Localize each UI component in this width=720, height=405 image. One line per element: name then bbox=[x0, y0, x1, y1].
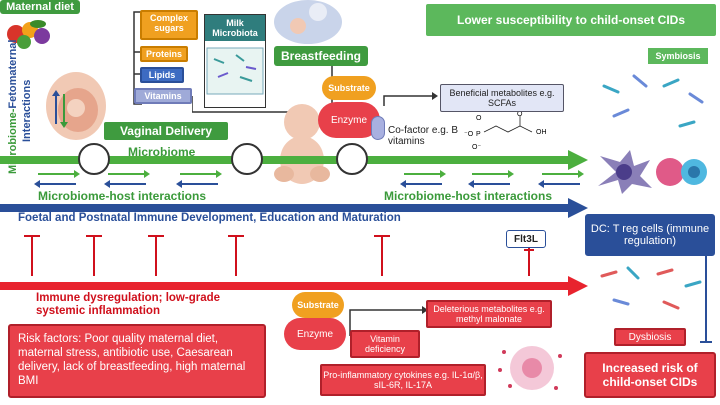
beneficial-metabolites-box: Beneficial metabolites e.g. SCFAs bbox=[440, 84, 564, 112]
flt3l-box: Flt3L bbox=[506, 230, 546, 248]
lower-susceptibility-box: Lower susceptibility to child-onset CIDs bbox=[426, 4, 716, 36]
enzyme-circle: Enzyme bbox=[318, 102, 380, 138]
exchange-arrows bbox=[24, 168, 604, 190]
petri-dish-icon bbox=[78, 143, 110, 175]
flt3l-link bbox=[524, 248, 534, 278]
cofactor-label: Co-factor e.g. B vitamins bbox=[388, 125, 459, 147]
immune-development-label: Foetal and Postnatal Immune Development,… bbox=[18, 212, 401, 224]
vitamin-deficiency-box: Vitamin deficiency bbox=[350, 330, 420, 358]
host-interactions-right-text: Microbiome-host interactions bbox=[384, 189, 553, 203]
host-interactions-label-right: Microbiome-host interactions bbox=[384, 189, 604, 203]
molecule-o2: O bbox=[517, 112, 523, 118]
maternal-diet-label: Maternal diet bbox=[0, 0, 80, 14]
substrate-circle-bottom: Substrate bbox=[292, 292, 344, 318]
milk-microbiota-box: Milk Microbiota bbox=[204, 14, 266, 108]
inhibition-lines bbox=[20, 228, 400, 278]
molecule-oh: OH bbox=[536, 129, 547, 136]
symbiosis-label: Symbiosis bbox=[648, 48, 708, 64]
molecule-neg-o2: O⁻ bbox=[472, 144, 481, 151]
dc-treg-box: DC: T reg cells (immune regulation) bbox=[585, 214, 715, 256]
immune-dysregulation-arrow bbox=[0, 276, 590, 296]
vitamins-box: Vitamins bbox=[134, 88, 192, 104]
bacteria-icon bbox=[206, 47, 264, 95]
risk-factors-box: Risk factors: Poor quality maternal diet… bbox=[8, 324, 266, 398]
proteins-box: Proteins bbox=[140, 46, 188, 62]
microbiome-arrow bbox=[0, 148, 590, 174]
microbiome-label: Microbiome bbox=[128, 145, 196, 159]
deleterious-metabolites-box: Deleterious metabolites e.g. methyl malo… bbox=[426, 300, 552, 328]
pregnant-woman-icon bbox=[36, 64, 106, 144]
dysbiosis-bacteria-icon bbox=[594, 262, 716, 324]
methylmalonate-structure: O P ⁻O O⁻ O OH bbox=[462, 111, 558, 152]
fruit-basket-icon bbox=[2, 16, 54, 50]
dendritic-cell-icon bbox=[594, 148, 716, 196]
cytokines-box: Pro-inflammatory cytokines e.g. IL-1α/β,… bbox=[320, 364, 486, 396]
svg-text:Interactions: Interactions bbox=[21, 80, 33, 142]
enzyme-bottom-arrow bbox=[346, 300, 432, 340]
molecule-neg-o: ⁻O bbox=[464, 131, 474, 138]
milk-microbiota-label: Milk Microbiota bbox=[205, 15, 265, 41]
molecule-o-top: O bbox=[476, 115, 482, 122]
increased-risk-box: Increased risk of child-onset CIDs bbox=[584, 352, 716, 398]
immune-dysregulation-label: Immune dysregulation; low-grade systemic… bbox=[36, 292, 221, 317]
dysbiosis-label: Dysbiosis bbox=[614, 328, 686, 346]
lipids-box: Lipids bbox=[140, 67, 184, 83]
petri-dish-icon bbox=[336, 143, 368, 175]
complex-sugars-box: Complex sugars bbox=[140, 10, 198, 40]
host-interactions-label-left: Microbiome-host interactions bbox=[38, 189, 258, 203]
immune-development-arrow bbox=[0, 198, 590, 218]
breastfeeding-label: Breastfeeding bbox=[274, 46, 368, 66]
vaginal-delivery-label: Vaginal Delivery bbox=[104, 122, 228, 140]
molecule-p: P bbox=[476, 131, 481, 138]
host-interactions-left-text: Microbiome-host interactions bbox=[38, 189, 207, 203]
enzyme-circle-bottom: Enzyme bbox=[284, 318, 346, 350]
cofactor-icon bbox=[371, 116, 385, 140]
symbiosis-bacteria-icon bbox=[594, 66, 716, 146]
substrate-circle: Substrate bbox=[322, 76, 376, 100]
enzyme-arrow bbox=[380, 90, 440, 110]
right-inhibition-line bbox=[700, 256, 712, 346]
inflamed-cell-icon bbox=[496, 338, 566, 398]
mother-infant-icon bbox=[268, 0, 348, 44]
petri-dish-icon bbox=[231, 143, 263, 175]
